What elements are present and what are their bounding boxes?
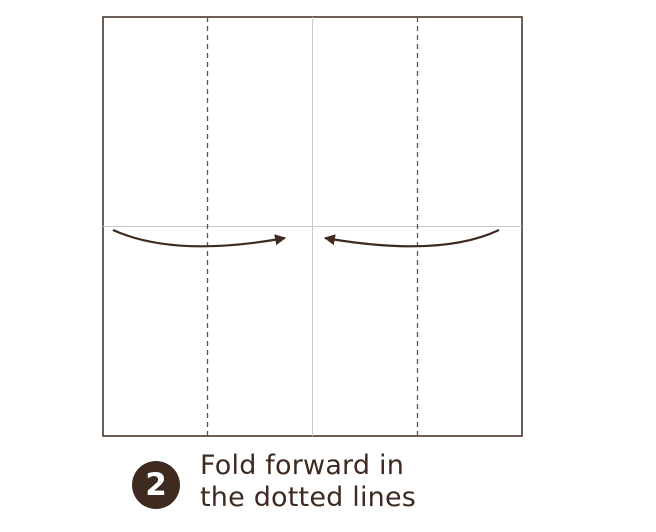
step-number-badge: 2 <box>132 461 180 509</box>
instruction-line-1: Fold forward in <box>200 450 405 481</box>
curved-arrow-left-icon <box>323 229 500 248</box>
curved-arrow-right-icon <box>112 228 287 248</box>
step-instruction: Fold forward in the dotted lines <box>200 450 520 514</box>
step-number: 2 <box>145 466 167 503</box>
instruction-line-2: the dotted lines <box>200 482 417 513</box>
